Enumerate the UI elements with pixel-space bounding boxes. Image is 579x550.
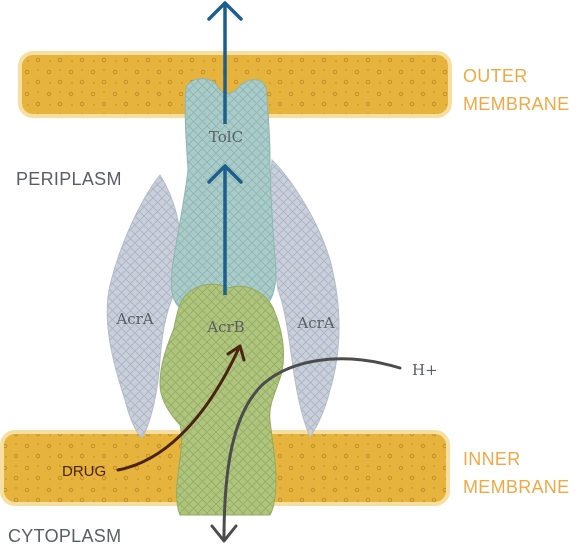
inner-membrane-label-line1: INNER	[463, 449, 521, 469]
tolc-label: TolC	[209, 128, 243, 146]
drug-arrow-head	[226, 344, 246, 362]
acra-left-label: AcrA	[115, 310, 153, 328]
proton-label: H+	[412, 361, 438, 379]
acra-right-label: AcrA	[296, 314, 334, 332]
efflux-arrow-lower-head	[207, 164, 243, 184]
outer-membrane-label-line2: MEMBRANE	[463, 94, 569, 114]
acrb-protein	[159, 283, 285, 516]
periplasm-label: PERIPLASM	[16, 169, 122, 189]
proton-arrow	[222, 357, 402, 542]
drug-label: DRUG	[62, 463, 106, 480]
outer-membrane-label-line1: OUTER	[463, 66, 528, 86]
acra-right-protein	[269, 158, 340, 439]
acrb-label: AcrB	[206, 318, 244, 336]
proton-arrow-head	[210, 524, 238, 543]
efflux-arrow-upper-head	[207, 1, 243, 21]
inner-membrane-label-line2: MEMBRANE	[463, 477, 569, 497]
cytoplasm-label: CYTOPLASM	[8, 526, 121, 546]
drug-arrow	[116, 348, 240, 472]
